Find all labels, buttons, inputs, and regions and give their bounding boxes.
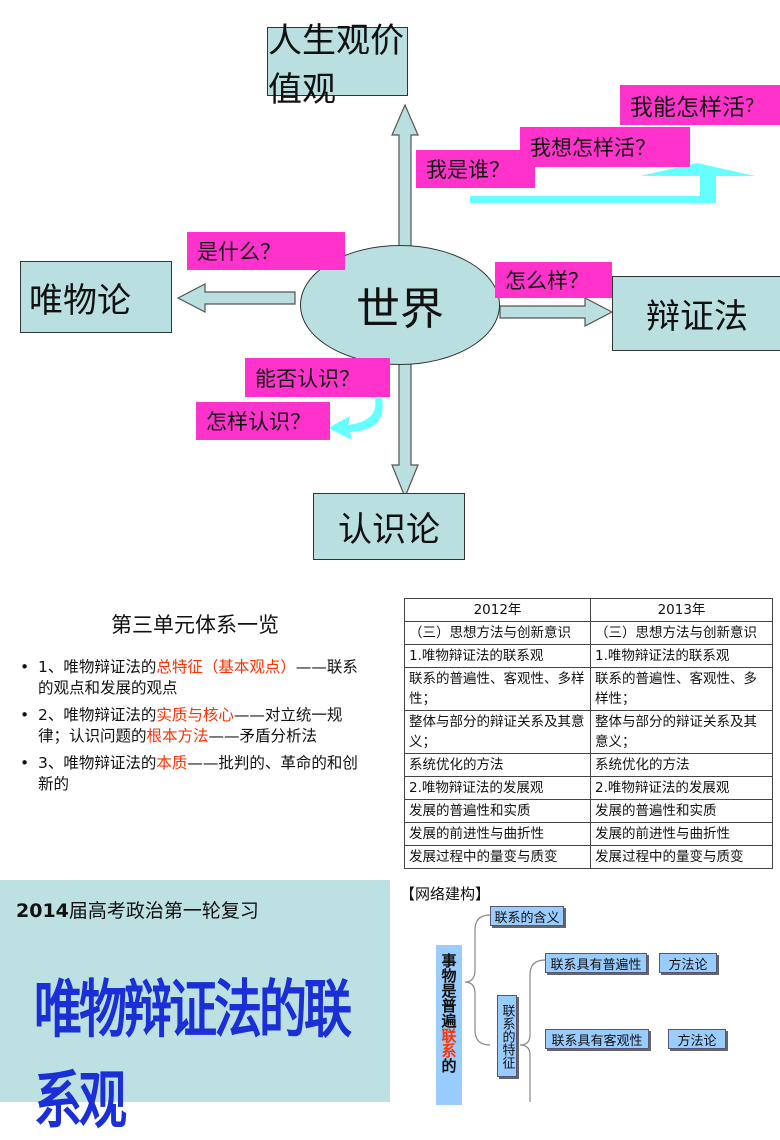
overview-list: 1、唯物辩证法的总特征（基本观点）——联系的观点和发展的观点 2、唯物辩证法的实…: [0, 657, 370, 801]
overview-item: 3、唯物辩证法的本质——批判的、革命的和创新的: [0, 753, 370, 795]
table-cell: 联系的普遍性、客观性、多样性；: [404, 667, 591, 711]
table-cell: 联系的普遍性、客观性、多样性；: [590, 667, 773, 711]
network-heading: 【网络建构】: [400, 885, 491, 903]
table-cell: 发展的普遍性和实质: [590, 799, 773, 823]
node-meaning: 联系的含义: [490, 906, 564, 926]
table-cell: 发展的前进性与曲折性: [404, 822, 591, 846]
unit-overview-slide: 第三单元体系一览 1、唯物辩证法的总特征（基本观点）——联系的观点和发展的观点 …: [0, 595, 400, 825]
question-want-live: 我想怎样活？: [520, 127, 690, 167]
question-what: 是什么？: [187, 232, 345, 270]
table-cell: 2.唯物辩证法的发展观: [404, 776, 591, 800]
brace-root: [464, 914, 491, 1046]
node-features: 联系的特征: [497, 995, 517, 1077]
network-slide: 【网络建构】 事物是普遍联系的 联系的含义 联系的特征 联系具有普遍性 方法论 …: [390, 875, 780, 1105]
table-cell: 系统优化的方法: [590, 753, 773, 777]
table-cell: 发展过程中的量变与质变: [590, 845, 773, 869]
overview-title: 第三单元体系一览: [111, 613, 279, 637]
question-who: 我是谁？: [416, 150, 535, 188]
table-cell: 系统优化的方法: [404, 753, 591, 777]
table-cell: （三）思想方法与创新意识: [590, 621, 773, 645]
question-how-know: 怎样认识？: [196, 402, 330, 440]
table-row: （三）思想方法与创新意识（三）思想方法与创新意识: [404, 621, 773, 645]
main-title: 唯物辩证法的联系观: [34, 973, 352, 1138]
table-cell: 整体与部分的辩证关系及其意义；: [590, 710, 773, 754]
question-can-live: 我能怎样活？: [620, 85, 780, 125]
table-cell: 发展的普遍性和实质: [404, 799, 591, 823]
question-can-live-text: 我能怎样活: [630, 95, 745, 121]
table-row: 发展的普遍性和实质发展的普遍性和实质: [404, 799, 773, 823]
question-knowable: 能否认识？: [245, 358, 390, 397]
table-cell: （三）思想方法与创新意识: [404, 621, 591, 645]
table-cell: 发展的前进性与曲折性: [590, 822, 773, 846]
node-objective: 联系具有客观性: [545, 1029, 649, 1049]
table-cell: 2.唯物辩证法的发展观: [590, 776, 773, 800]
root-node: 事物是普遍联系的: [436, 945, 462, 1105]
table-row: 系统优化的方法系统优化的方法: [404, 753, 773, 777]
title-slide: 2014届高考政治第一轮复习 唯物辩证法的联系观: [0, 880, 390, 1137]
table-cell: 1.唯物辩证法的联系观: [590, 644, 773, 668]
cyan-curved-arrow: [328, 390, 383, 440]
node-method-2: 方法论: [668, 1029, 726, 1049]
question-how: 怎么样？: [495, 262, 612, 298]
column-header: 2012年: [404, 598, 591, 622]
table-row: 整体与部分的辩证关系及其意义；整体与部分的辩证关系及其意义；: [404, 710, 773, 754]
box-dialectics: 辩证法: [612, 276, 780, 351]
table-cell: 发展过程中的量变与质变: [404, 845, 591, 869]
overview-item: 1、唯物辩证法的总特征（基本观点）——联系的观点和发展的观点: [0, 657, 370, 699]
node-universal: 联系具有普遍性: [545, 953, 647, 973]
review-subtitle: 2014届高考政治第一轮复习: [16, 900, 259, 922]
column-header: 2013年: [590, 598, 773, 622]
table-cell: 1.唯物辩证法的联系观: [404, 644, 591, 668]
table-row: 联系的普遍性、客观性、多样性；联系的普遍性、客观性、多样性；: [404, 667, 773, 711]
box-epistemology: 认识论: [313, 493, 465, 560]
table-cell: 整体与部分的辩证关系及其意义；: [404, 710, 591, 754]
right-arrow: [499, 297, 614, 327]
table-row: 发展过程中的量变与质变发展过程中的量变与质变: [404, 845, 773, 869]
brace-lines: [464, 914, 546, 1102]
overview-item: 2、唯物辩证法的实质与核心——对立统一规律；认识问题的根本方法——矛盾分析法: [0, 705, 370, 747]
node-method-1: 方法论: [659, 953, 717, 973]
box-materialism: 唯物论: [20, 261, 172, 333]
question-mark: ？: [745, 96, 763, 117]
table-row: 发展的前进性与曲折性发展的前进性与曲折性: [404, 822, 773, 846]
brace-features: [519, 959, 546, 1102]
cyan-up-arrow: [470, 163, 755, 203]
box-life-values: 人生观价值观: [267, 21, 408, 110]
left-arrow: [176, 283, 296, 313]
